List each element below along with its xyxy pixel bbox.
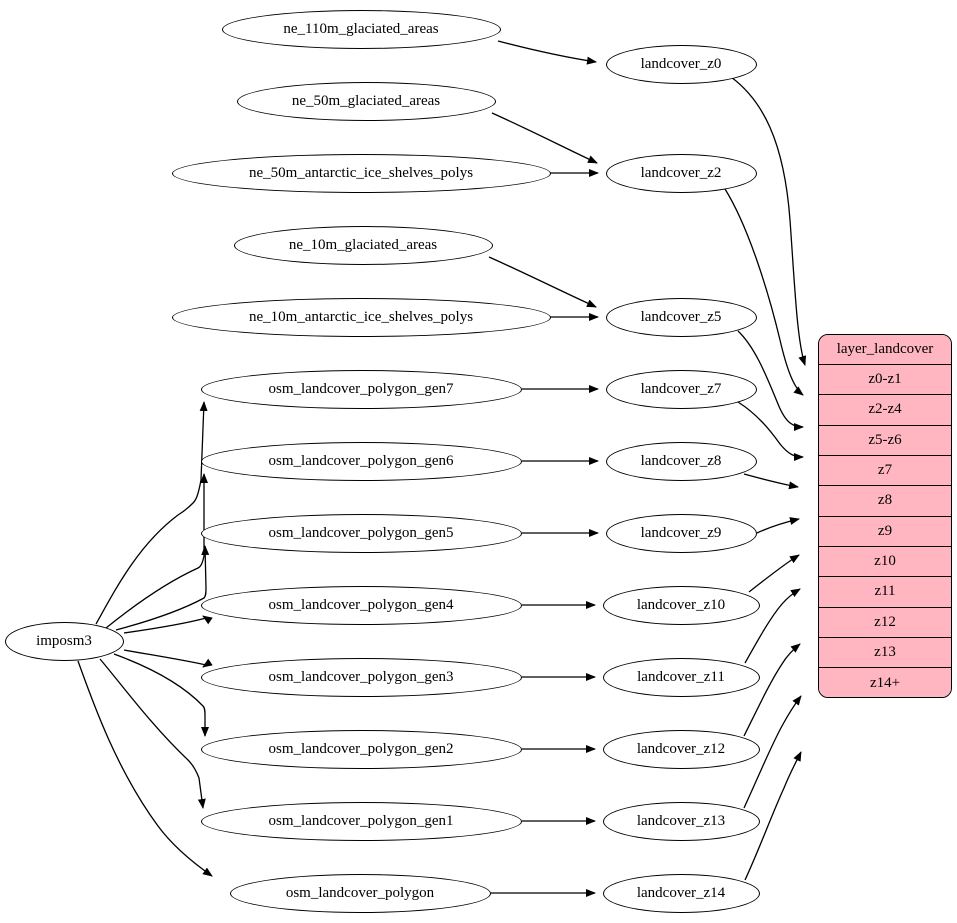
node-osm1[interactable]: osm_landcover_polygon_gen1: [200, 801, 522, 841]
node-label: ne_50m_glaciated_areas: [291, 92, 441, 109]
node-label: osm_landcover_polygon_gen2: [268, 740, 454, 757]
edge-lz12-row8: [743, 643, 801, 737]
node-label: osm_landcover_polygon_gen7: [268, 380, 454, 397]
node-label: osm_landcover_polygon_gen4: [268, 596, 454, 613]
node-ne10a[interactable]: ne_10m_antarctic_ice_shelves_polys: [171, 297, 551, 337]
node-label: landcover_z7: [640, 380, 722, 397]
node-lz9[interactable]: landcover_z9: [605, 513, 757, 553]
record-row[interactable]: z11: [819, 577, 951, 608]
record-row[interactable]: z9: [819, 516, 951, 547]
node-label: ne_50m_antarctic_ice_shelves_polys: [248, 164, 474, 181]
node-osm0[interactable]: osm_landcover_polygon: [229, 873, 491, 913]
node-lz12[interactable]: landcover_z12: [602, 729, 760, 769]
edge-imposm3-osm2: [113, 653, 209, 737]
record-row[interactable]: z5-z6: [819, 425, 951, 456]
node-lz5[interactable]: landcover_z5: [605, 297, 757, 337]
record-row[interactable]: z2-z4: [819, 395, 951, 426]
node-label: landcover_z2: [640, 164, 722, 181]
node-osm7[interactable]: osm_landcover_polygon_gen7: [200, 369, 522, 409]
edge-ne110-lz0: [497, 40, 597, 65]
edge-lz10-row6: [748, 554, 800, 593]
node-lz2[interactable]: landcover_z2: [605, 153, 757, 193]
node-label: landcover_z12: [636, 740, 726, 757]
node-label: ne_10m_glaciated_areas: [288, 236, 438, 253]
record-row[interactable]: z8: [819, 486, 951, 517]
edge-ne10g-lz5: [488, 256, 597, 308]
node-label: landcover_z10: [636, 596, 726, 613]
node-lz7[interactable]: landcover_z7: [605, 369, 757, 409]
node-lz8[interactable]: landcover_z8: [605, 441, 757, 481]
node-lz11[interactable]: landcover_z11: [602, 657, 760, 697]
node-osm2[interactable]: osm_landcover_polygon_gen2: [200, 729, 522, 769]
node-lz10[interactable]: landcover_z10: [602, 585, 760, 625]
edge-imposm3-osm5: [115, 545, 210, 631]
node-label: osm_landcover_polygon_gen3: [268, 668, 454, 685]
node-label: osm_landcover_polygon_gen6: [268, 452, 454, 469]
record-row[interactable]: z7: [819, 455, 951, 487]
edge-imposm3-osm0: [77, 660, 213, 877]
node-label: landcover_z14: [636, 884, 726, 901]
node-label: ne_10m_antarctic_ice_shelves_polys: [248, 308, 474, 325]
edge-imposm3-osm7: [95, 401, 208, 625]
node-osm3[interactable]: osm_landcover_polygon_gen3: [200, 657, 522, 697]
node-label: landcover_z11: [637, 668, 725, 685]
edge-lz8-row4: [743, 473, 799, 490]
node-lz0[interactable]: landcover_z0: [605, 44, 757, 84]
edge-imposm3-osm1: [99, 658, 206, 809]
node-label: landcover_z0: [640, 55, 722, 72]
node-label: landcover_z9: [640, 524, 722, 541]
edge-imposm3-osm6: [105, 473, 208, 629]
edge-lz7-row3: [737, 401, 804, 461]
edge-imposm3-osm4: [123, 615, 213, 634]
node-label: landcover_z8: [640, 452, 722, 469]
node-label: landcover_z13: [636, 812, 726, 829]
node-label: osm_landcover_polygon_gen5: [268, 524, 454, 541]
edge-lz2-row1: [724, 188, 804, 396]
node-lz13[interactable]: landcover_z13: [602, 801, 760, 841]
record-row[interactable]: z14+: [819, 668, 951, 697]
node-label: osm_landcover_polygon: [285, 884, 435, 901]
record-row[interactable]: z0-z1: [819, 365, 951, 396]
node-label: imposm3: [36, 632, 92, 649]
node-ne10g[interactable]: ne_10m_glaciated_areas: [233, 225, 493, 265]
node-osm4[interactable]: osm_landcover_polygon_gen4: [200, 585, 522, 625]
node-ne110[interactable]: ne_110m_glaciated_areas: [221, 9, 501, 49]
node-label: landcover_z5: [640, 308, 722, 325]
node-label: ne_110m_glaciated_areas: [283, 20, 439, 37]
node-imposm3[interactable]: imposm3: [4, 621, 124, 661]
record-row[interactable]: z13: [819, 637, 951, 669]
node-ne50a[interactable]: ne_50m_antarctic_ice_shelves_polys: [171, 153, 551, 193]
node-ne50g[interactable]: ne_50m_glaciated_areas: [236, 81, 496, 121]
edge-lz5-row2: [737, 330, 804, 431]
node-lz14[interactable]: landcover_z14: [602, 873, 760, 913]
node-osm6[interactable]: osm_landcover_polygon_gen6: [200, 441, 522, 481]
edge-lz9-row5: [756, 517, 800, 534]
record-row[interactable]: z12: [819, 607, 951, 638]
node-label: osm_landcover_polygon_gen1: [268, 812, 454, 829]
record-header: layer_landcover: [819, 335, 951, 365]
edge-imposm3-osm3: [123, 649, 213, 668]
edge-ne50g-lz2: [491, 112, 598, 164]
record-row[interactable]: z10: [819, 546, 951, 578]
node-osm5[interactable]: osm_landcover_polygon_gen5: [200, 513, 522, 553]
